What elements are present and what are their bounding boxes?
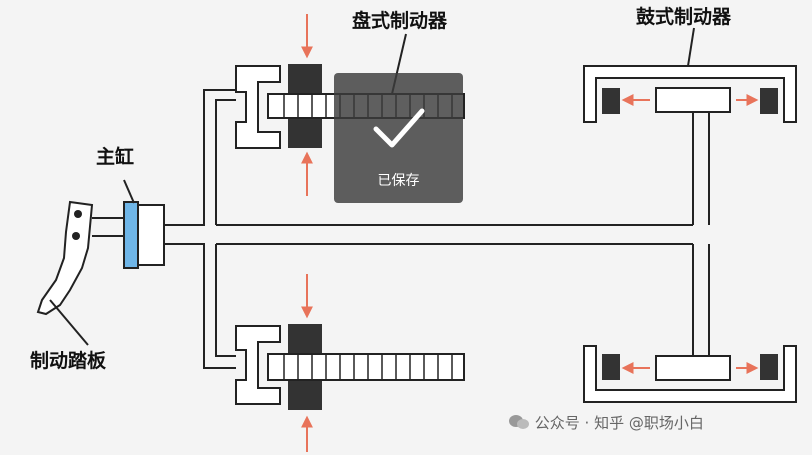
drum-brake-bottom xyxy=(583,345,797,403)
master-cylinder-label: 主缸 xyxy=(96,146,135,168)
watermark: 公众号 · 知乎 @职场小白 xyxy=(508,412,704,433)
brake-pedal xyxy=(36,200,124,316)
drum-brake-top xyxy=(583,65,797,123)
brake-pedal-label: 制动踏板 xyxy=(30,350,107,372)
toast-text: 已保存 xyxy=(377,173,420,189)
wechat-icon xyxy=(509,415,529,429)
master-cylinder xyxy=(123,179,165,269)
watermark-text: 公众号 · 知乎 @职场小白 xyxy=(534,414,704,432)
checkmark-icon xyxy=(373,108,425,148)
saved-toast: 已保存 xyxy=(334,73,463,203)
brake-lines xyxy=(164,89,710,369)
force-arrows xyxy=(301,14,759,452)
drum-brake-label: 鼓式制动器 xyxy=(636,6,732,28)
disc-brake-bottom xyxy=(235,324,465,410)
disc-brake-label: 盘式制动器 xyxy=(352,10,448,32)
